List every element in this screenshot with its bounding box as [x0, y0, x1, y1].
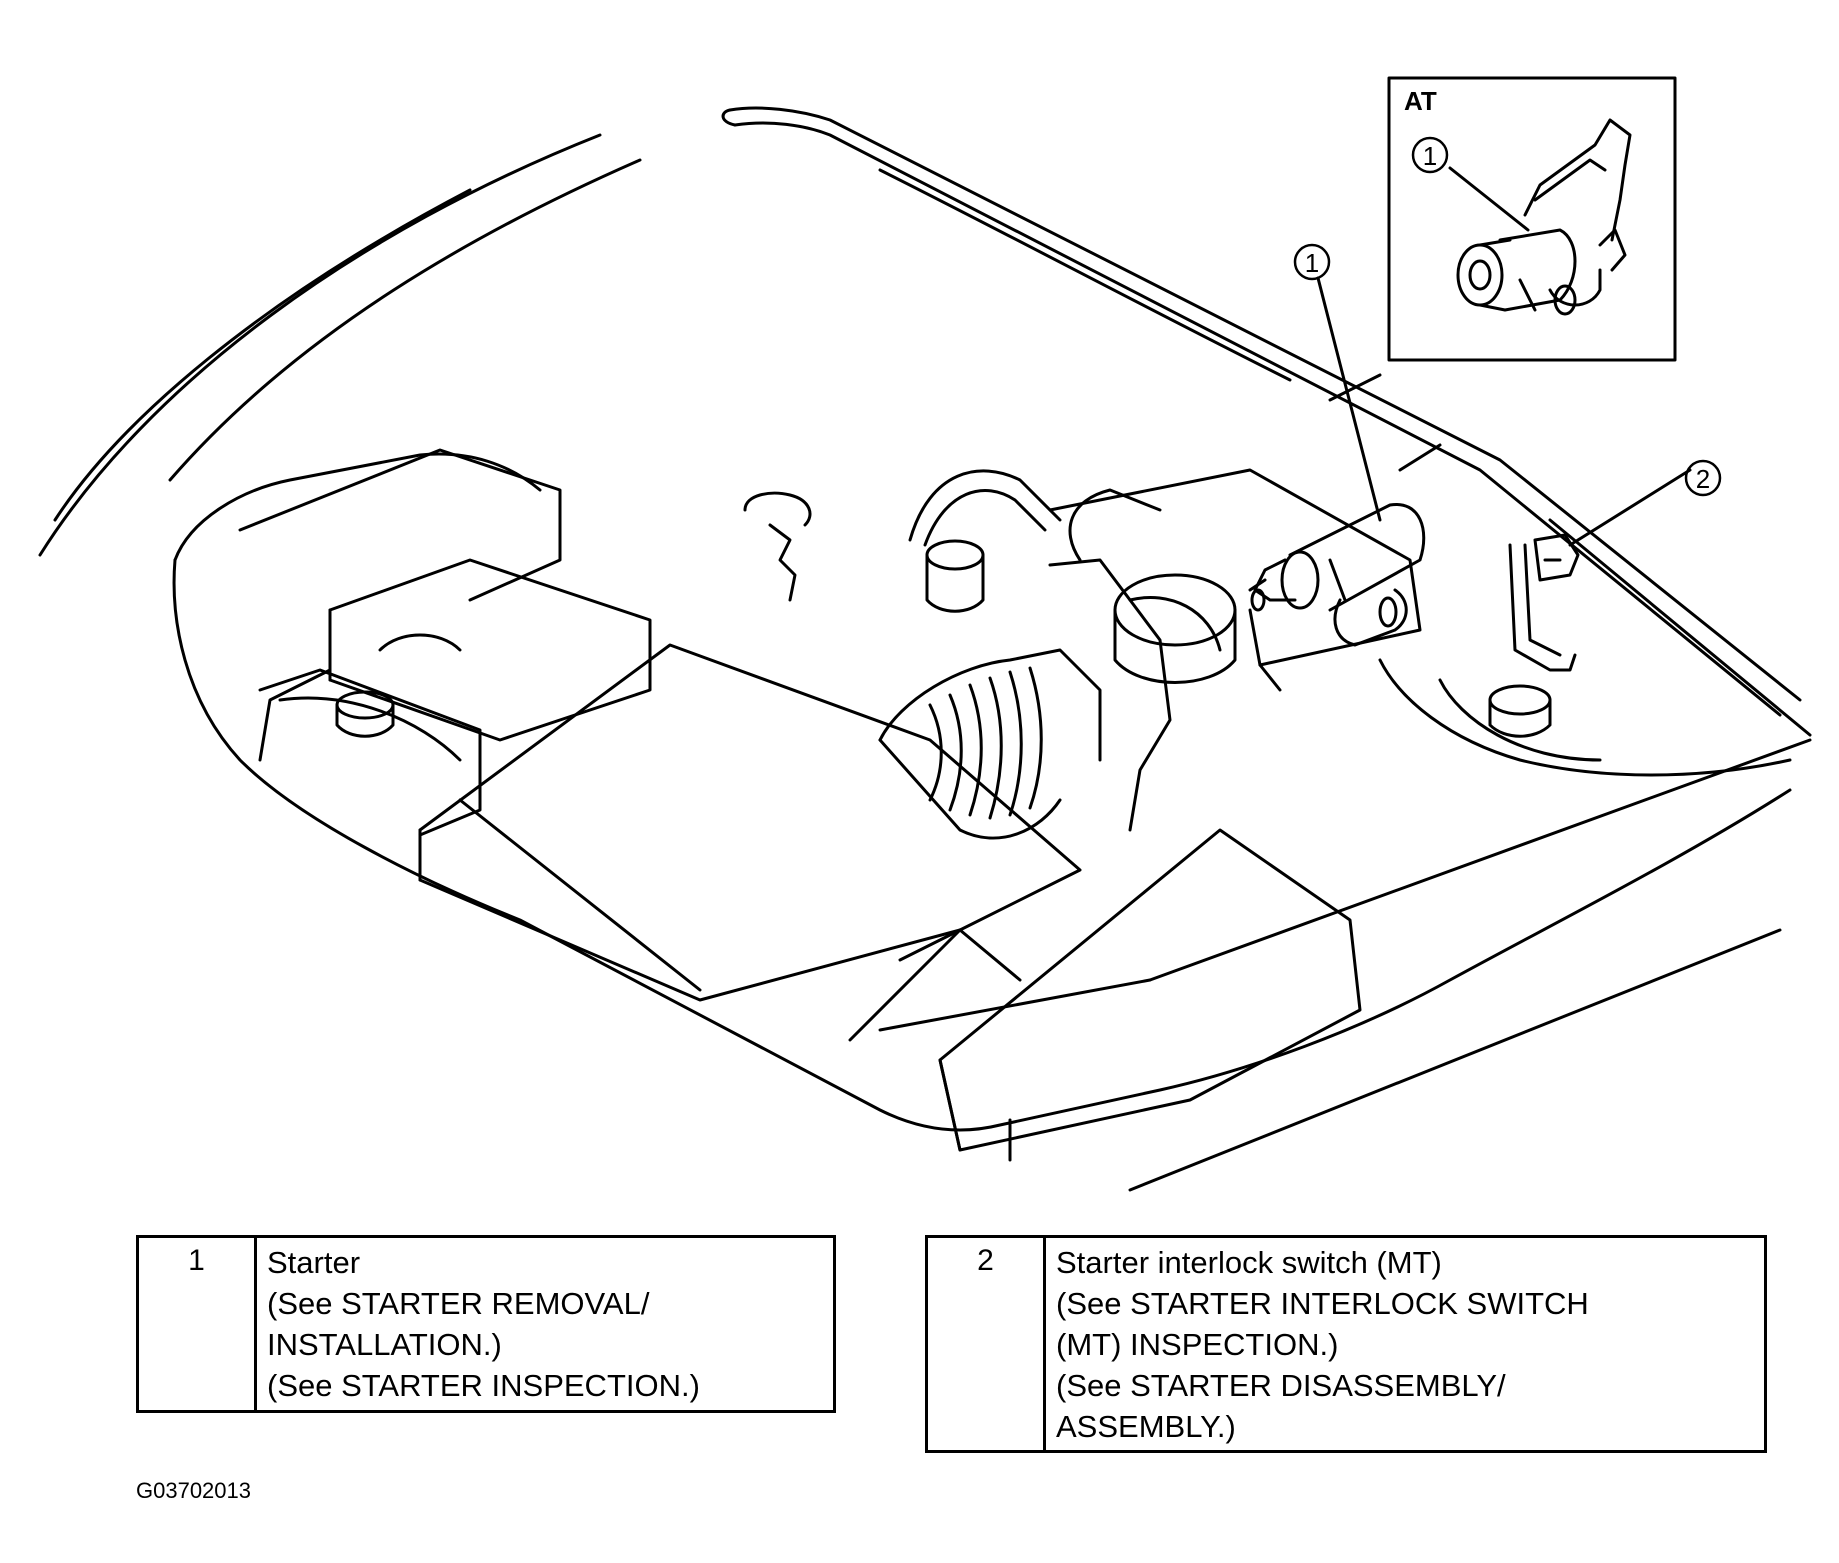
- switch-callout-circle: [1684, 459, 1722, 497]
- callout-leader-starter: [1316, 276, 1382, 522]
- legend-line: (See STARTER REMOVAL/: [267, 1286, 650, 1321]
- legend-line: INSTALLATION.): [267, 1327, 502, 1362]
- legend-line: (MT) INSPECTION.): [1056, 1327, 1339, 1362]
- washer-reservoir: [1438, 678, 1602, 762]
- vehicle-body-outline: [38, 106, 1812, 1192]
- starter-callout-number: 1: [1305, 248, 1319, 278]
- coolant-hose: [908, 469, 1062, 613]
- legend-number: 1: [139, 1238, 257, 1410]
- legend-entry-starter: 1 Starter (See STARTER REMOVAL/ INSTALLA…: [136, 1235, 836, 1413]
- air-cleaner-box: [418, 643, 1082, 1042]
- legend-entry-interlock-switch: 2 Starter interlock switch (MT) (See STA…: [925, 1235, 1767, 1453]
- interlock-switch: [1508, 533, 1580, 672]
- switch-callout-number: 2: [1696, 464, 1710, 494]
- starter-mount: [1048, 468, 1422, 692]
- figure-code: G03702013: [136, 1478, 251, 1503]
- engine-bay-tray: [172, 452, 1792, 1132]
- inset-callout-leader: [1448, 166, 1530, 232]
- legend-line: (See STARTER INTERLOCK SWITCH: [1056, 1286, 1589, 1321]
- legend-line: (See STARTER INSPECTION.): [267, 1368, 700, 1403]
- intake-hose: [878, 488, 1222, 840]
- legend-number: 2: [928, 1238, 1046, 1450]
- inset-starter: [1456, 118, 1632, 316]
- legend-description: Starter (See STARTER REMOVAL/ INSTALLATI…: [257, 1238, 833, 1410]
- legend-line: (See STARTER DISASSEMBLY/: [1056, 1368, 1506, 1403]
- battery-box: [238, 448, 652, 837]
- starter-callout-circle: [1293, 243, 1331, 281]
- throttle-body: [1113, 573, 1237, 684]
- starter-motor: [1248, 503, 1426, 647]
- legend-description: Starter interlock switch (MT) (See START…: [1046, 1238, 1764, 1450]
- inset-callout-number: 1: [1423, 141, 1437, 171]
- callout-leader-switch: [1568, 468, 1692, 547]
- inset-label: AT: [1404, 86, 1437, 116]
- legend-line: Starter: [267, 1245, 361, 1280]
- legend-line: Starter interlock switch (MT): [1056, 1245, 1442, 1280]
- reservoir-cap: [743, 491, 812, 602]
- relay-box: [938, 828, 1362, 1162]
- legend-line: ASSEMBLY.): [1056, 1409, 1236, 1444]
- inset-callout-circle: [1411, 136, 1449, 174]
- inset-frame: [1387, 76, 1677, 362]
